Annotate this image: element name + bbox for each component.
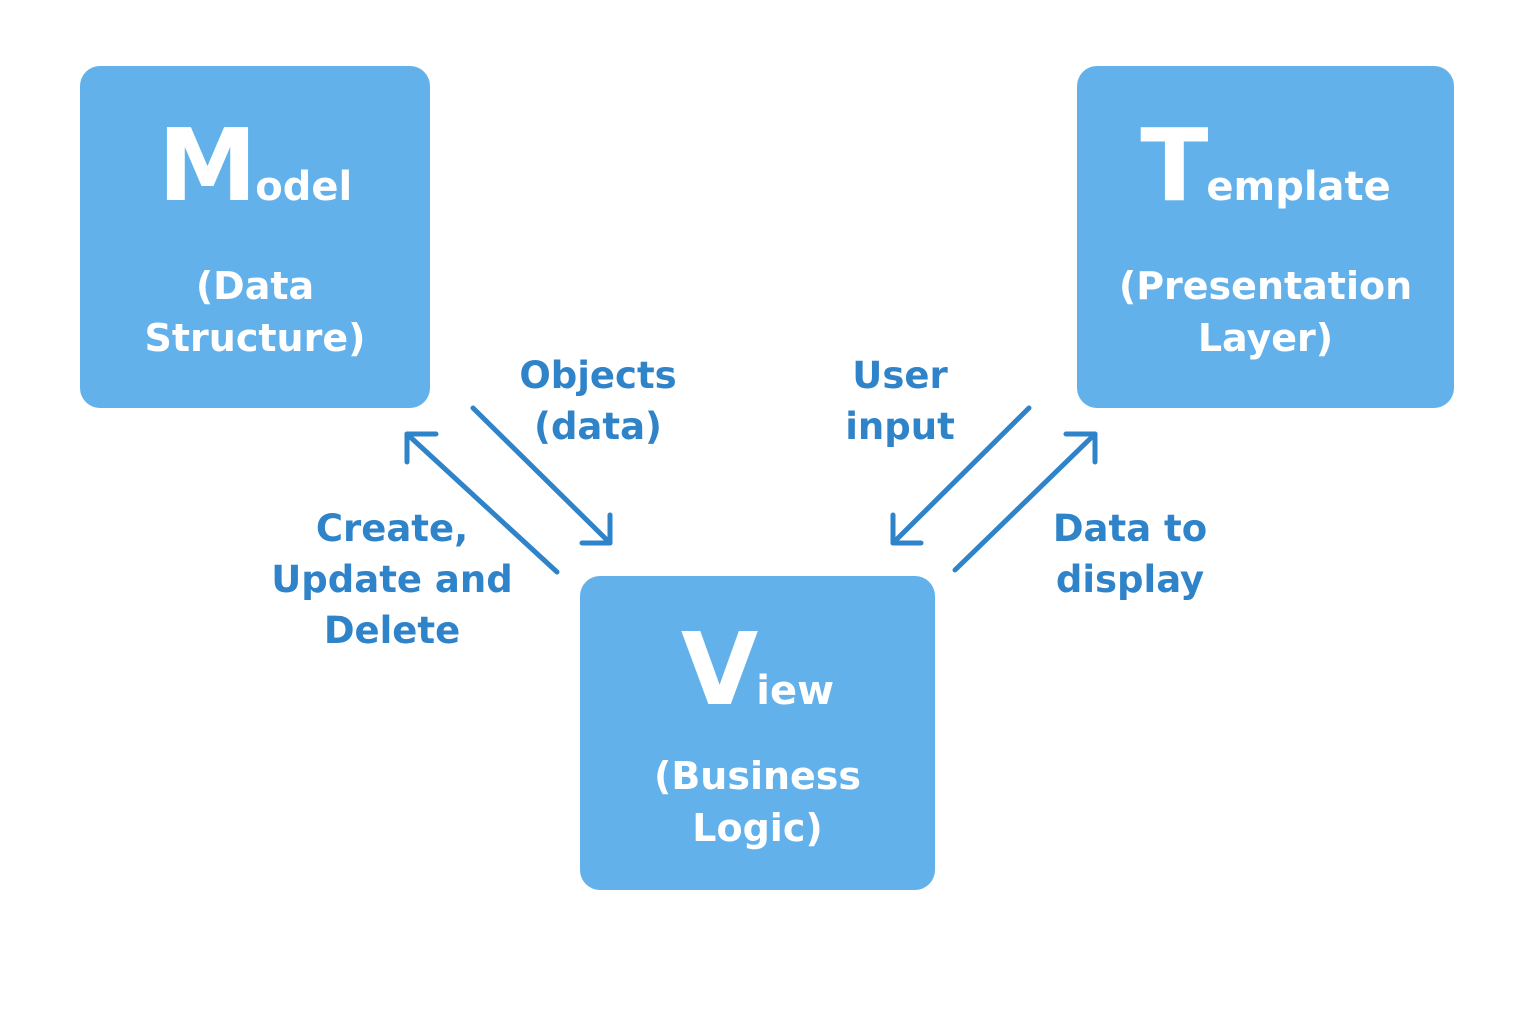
model-subtitle-line1: (Data	[195, 264, 315, 308]
label-user-input: User input	[820, 350, 980, 452]
view-title-rest: iew	[756, 668, 835, 714]
model-title: Model	[80, 116, 430, 216]
template-title-initial: T	[1140, 107, 1208, 224]
view-title: View	[580, 620, 935, 720]
template-title: Template	[1077, 116, 1454, 216]
model-title-initial: M	[157, 107, 258, 224]
view-box: View (Business Logic)	[580, 576, 935, 890]
template-title-rest: emplate	[1206, 164, 1391, 210]
view-subtitle-line1: (Business	[653, 754, 862, 798]
model-subtitle: (Data Structure)	[80, 260, 430, 364]
model-box: Model (Data Structure)	[80, 66, 430, 408]
view-subtitle: (Business Logic)	[580, 750, 935, 854]
label-user-line2: input	[845, 405, 955, 448]
label-crud-line3: Delete	[323, 609, 461, 652]
label-data-line1: Data to	[1052, 507, 1208, 550]
label-objects-line2: (data)	[534, 405, 662, 448]
label-objects-line1: Objects	[519, 354, 677, 397]
label-crud-line2: Update and	[271, 558, 513, 601]
arrow-icon-template-to-view	[890, 405, 1032, 546]
arrow-icon-view-to-model	[404, 431, 560, 575]
view-subtitle-line2: Logic)	[692, 806, 823, 850]
label-data-line2: display	[1055, 558, 1205, 601]
template-subtitle: (Presentation Layer)	[1077, 260, 1454, 364]
label-data-to-display: Data to display	[1040, 503, 1220, 605]
model-title-rest: odel	[255, 164, 353, 210]
model-subtitle-line2: Structure)	[144, 316, 366, 360]
arrow-icon-model-to-view	[470, 405, 613, 546]
arrow-icon-view-to-template	[952, 431, 1098, 573]
label-create-update-delete: Create, Update and Delete	[262, 503, 522, 656]
template-box: Template (Presentation Layer)	[1077, 66, 1454, 408]
view-title-initial: V	[680, 611, 758, 728]
label-crud-line1: Create,	[315, 507, 469, 550]
template-subtitle-line1: (Presentation	[1118, 264, 1413, 308]
template-subtitle-line2: Layer)	[1197, 316, 1334, 360]
label-user-line1: User	[852, 354, 948, 397]
label-objects-data: Objects (data)	[498, 350, 698, 452]
